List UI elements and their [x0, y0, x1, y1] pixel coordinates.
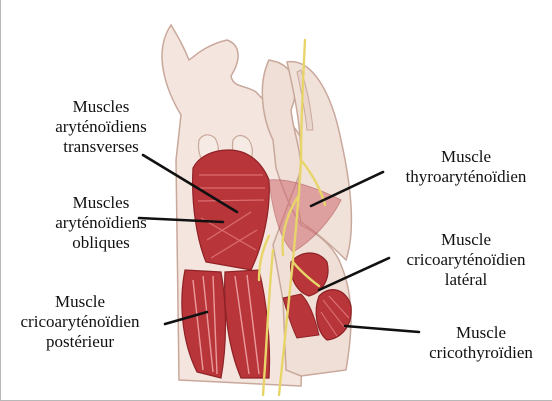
label-cricoarytenoid-posterior: Muscle cricoaryténoïdien postérieur	[1, 292, 159, 352]
label-arytenoid-transverse: Muscles aryténoïdiens transverses	[31, 97, 171, 157]
label-cricothyroid: Muscle cricothyroïdien	[421, 323, 541, 363]
label-arytenoid-obliques: Muscles aryténoïdiens obliques	[31, 193, 171, 253]
arytenoid-muscles	[193, 150, 270, 270]
leader-crico	[345, 326, 419, 332]
label-thyroarytenoid: Muscle thyroaryténoïdien	[386, 147, 546, 187]
label-cricoarytenoid-lateral: Muscle cricoaryténoïdien latéral	[391, 230, 541, 290]
